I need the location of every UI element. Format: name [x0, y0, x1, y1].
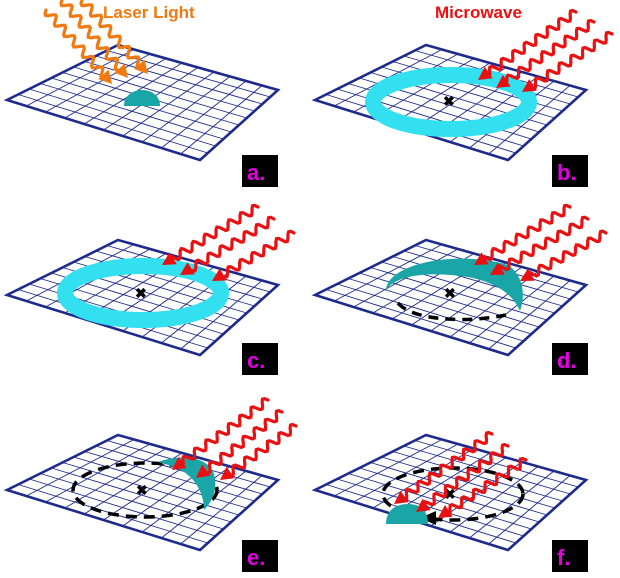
panel-d: ✖ d. — [313, 203, 608, 375]
laser-beam-3-body — [79, 0, 141, 69]
dashed-path-d — [396, 301, 507, 322]
panel-c: ✖ c. — [5, 203, 296, 375]
microwave-beam-b-3-head — [522, 79, 537, 92]
microwave-beam-e-1-head — [172, 456, 187, 470]
laser-beam-3-head — [134, 59, 148, 74]
laser-light-label: Laser Light — [103, 3, 195, 22]
laser-beam-1-head — [98, 69, 112, 84]
panel-b: ✖ b. — [313, 8, 614, 187]
microwave-beams-c — [162, 203, 296, 281]
microwave-beam-b-2-head — [496, 74, 511, 88]
panel-label-bg-e — [242, 540, 278, 572]
microwave-beams-b — [478, 8, 614, 92]
microwave-beam-c-1-head — [162, 252, 177, 265]
microwave-beams-f — [394, 430, 528, 518]
center-mark-b: ✖ — [443, 93, 455, 109]
microwave-beam-d-1-head — [474, 252, 489, 265]
panel-label-bg-f — [552, 540, 588, 572]
panel-label-bg-b — [552, 155, 588, 187]
microwave-beam-d-3-body — [528, 229, 608, 278]
panel-label-f: f. — [557, 545, 570, 570]
atom-ring-b — [365, 67, 537, 137]
path-arrowhead-f — [420, 511, 436, 525]
center-mark-d: ✖ — [444, 285, 456, 301]
laser-beam-2-body — [59, 0, 120, 72]
microwave-beam-f-3-head — [438, 505, 453, 518]
center-mark-e: ✖ — [136, 482, 148, 498]
atom-cloud-a — [124, 90, 160, 106]
microwave-beam-f-2-body — [423, 442, 510, 507]
panel-label-d: d. — [557, 348, 577, 373]
panel-f: ✖ f. — [313, 430, 588, 572]
microwave-beam-d-3-head — [520, 268, 535, 281]
microwave-beam-f-3-body — [448, 456, 528, 515]
microwave-beam-c-3-body — [223, 229, 296, 279]
microwave-beam-f-2-head — [416, 498, 431, 512]
microwave-beam-b-3-body — [533, 30, 614, 90]
atom-ring-c — [57, 258, 229, 328]
microwave-beam-f-1-body — [404, 430, 494, 501]
panel-label-a: a. — [247, 160, 265, 185]
laser-beams-a — [43, 0, 148, 84]
microwave-beam-e-1-body — [181, 397, 270, 466]
panel-e: ✖ e. — [5, 397, 298, 572]
panel-label-e: e. — [247, 545, 265, 570]
center-mark-f: ✖ — [444, 486, 456, 502]
microwave-beam-e-2-body — [206, 409, 284, 475]
panel-label-b: b. — [557, 160, 577, 185]
microwave-beam-e-2-head — [196, 464, 211, 478]
laser-beam-2-head — [114, 63, 128, 78]
microwave-beam-e-3-head — [220, 466, 235, 480]
microwave-beam-e-3-body — [231, 422, 298, 478]
microwave-beam-d-1-body — [482, 203, 572, 262]
atom-crescent-d — [386, 258, 523, 311]
microwave-beam-c-3-head — [212, 268, 227, 281]
microwave-label: Microwave — [435, 3, 522, 22]
dashed-path-e — [71, 461, 219, 519]
microwave-beam-d-2-head — [490, 262, 505, 275]
microwave-beam-c-1-body — [170, 203, 260, 262]
microwave-beam-b-2-body — [505, 18, 596, 83]
panel-label-bg-a — [242, 155, 278, 187]
microwave-beam-f-1-head — [394, 490, 409, 504]
panel-label-bg-d — [552, 343, 588, 375]
microwave-beam-b-1-head — [478, 66, 493, 80]
microwave-beams-d — [474, 203, 608, 281]
microwave-beam-d-2-body — [498, 215, 590, 272]
microwave-beam-b-1-body — [487, 8, 578, 76]
panel-a: a. — [5, 0, 280, 187]
laser-beam-1-body — [43, 8, 105, 79]
panel-label-c: c. — [247, 348, 265, 373]
microwave-beam-c-2-head — [180, 262, 195, 275]
microwave-beams-e — [172, 397, 298, 480]
center-mark-c: ✖ — [135, 285, 147, 301]
microwave-beam-c-2-body — [190, 215, 276, 273]
panel-label-bg-c — [242, 343, 278, 375]
